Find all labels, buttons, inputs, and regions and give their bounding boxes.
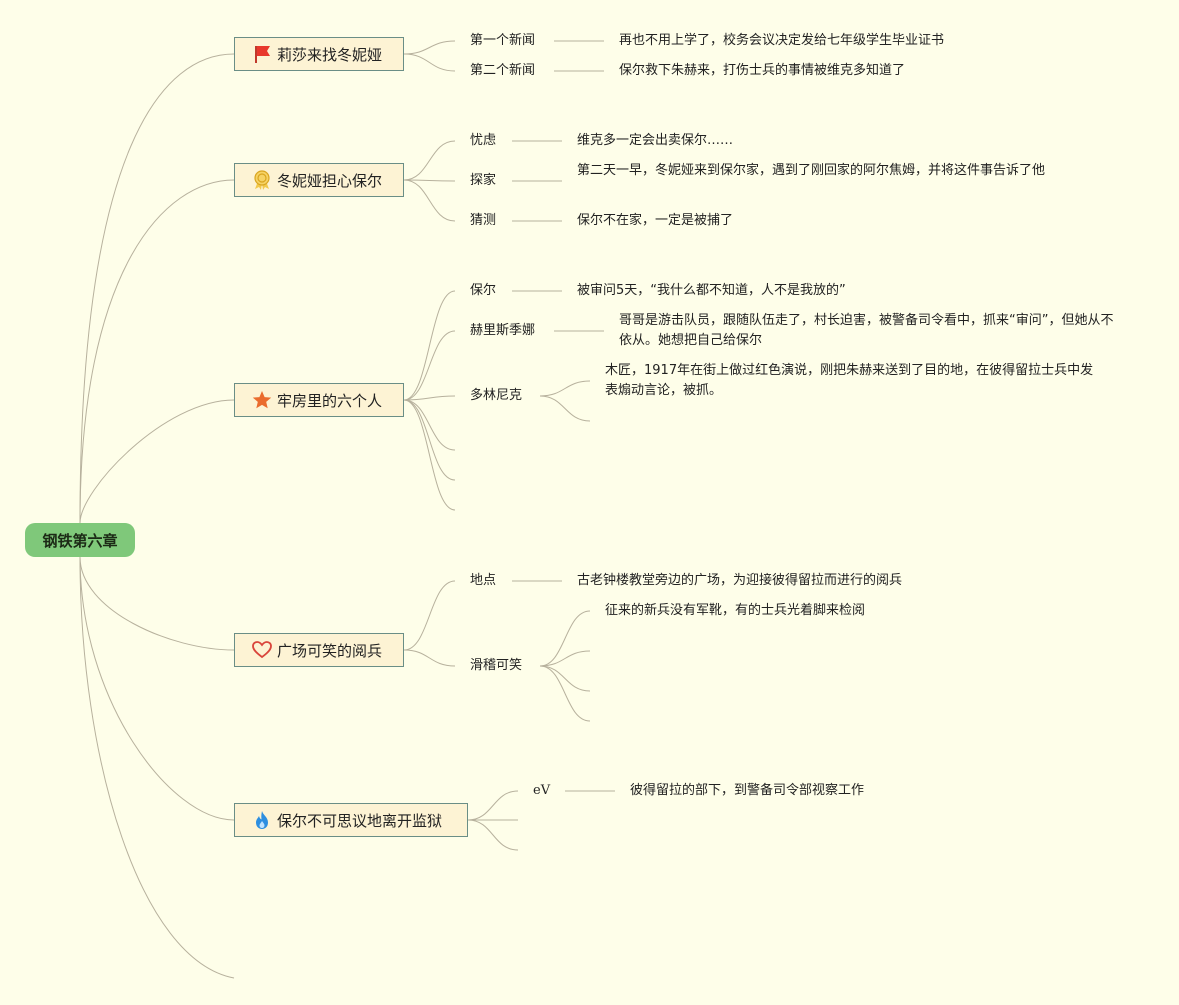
sub-line xyxy=(403,399,456,481)
subtopic-worry[interactable]: 忧虑 xyxy=(470,133,497,148)
sub-line xyxy=(403,580,456,651)
detail-guess[interactable]: 保尔不在家，一定是被捕了 xyxy=(577,213,734,228)
sub-line xyxy=(467,819,519,851)
branch-line-2 xyxy=(79,399,235,524)
subtopic-ridiculous[interactable]: 滑稽可笑 xyxy=(470,658,523,673)
subtopic-dolinnik[interactable]: 多林尼克 xyxy=(470,388,523,403)
detail-line xyxy=(539,650,591,667)
sub-line xyxy=(403,179,456,182)
subtopic-location[interactable]: 地点 xyxy=(470,573,497,588)
detail-visit-home[interactable]: 第二天一早，冬妮娅来到保尔家，遇到了刚回家的阿尔焦姆，并将这件事告诉了他 xyxy=(577,163,1046,178)
detail-line xyxy=(539,380,591,397)
sub-line xyxy=(403,179,456,222)
subtopic-guess[interactable]: 猜测 xyxy=(470,213,497,228)
subtopic-ev[interactable]: eV xyxy=(533,783,551,798)
main-topic-lisa-visits-tonya[interactable]: 莉莎来找冬妮娅 xyxy=(234,37,404,71)
red-flag-icon xyxy=(251,43,273,65)
detail-line xyxy=(539,610,591,667)
sub-line xyxy=(403,140,456,181)
central-topic[interactable]: 钢铁第六章 xyxy=(25,523,135,557)
heart-icon xyxy=(251,639,273,661)
subtopic-second-news[interactable]: 第二个新闻 xyxy=(470,63,536,78)
sub-line xyxy=(467,790,519,821)
main-topic-paul-leaves-prison[interactable]: 保尔不可思议地离开监狱 xyxy=(234,803,468,837)
sub-line xyxy=(403,649,456,667)
branch-line-0 xyxy=(79,53,235,524)
detail-ev[interactable]: 彼得留拉的部下，到警备司令部视察工作 xyxy=(630,783,865,798)
sub-line xyxy=(403,330,456,401)
detail-paul[interactable]: 被审问5天，“我什么都不知道，人不是我放的” xyxy=(577,283,846,298)
topic-label: 广场可笑的阅兵 xyxy=(277,641,383,660)
sub-line xyxy=(403,399,456,451)
detail-dolinnik[interactable]: 木匠，1917年在街上做过红色演说，刚把朱赫来送到了目的地，在彼得留拉士兵中发表… xyxy=(605,363,1094,398)
branch-line-3 xyxy=(79,556,235,651)
branch-line-4 xyxy=(79,556,235,821)
detail-location[interactable]: 古老钟楼教堂旁边的广场，为迎接彼得留拉而进行的阅兵 xyxy=(577,573,903,588)
sub-line xyxy=(403,395,456,401)
detail-khristina[interactable]: 哥哥是游击队员，跟随队伍走了，村长迫害，被警备司令看中，抓来“审问”，但她从不依… xyxy=(619,313,1114,348)
topic-label: 牢房里的六个人 xyxy=(277,391,383,410)
branch-line-1 xyxy=(79,179,235,524)
branch-line-empty xyxy=(79,556,235,979)
topic-label: 保尔不可思议地离开监狱 xyxy=(277,811,443,830)
sub-line xyxy=(403,40,456,55)
subtopic-khristina[interactable]: 赫里斯季娜 xyxy=(470,323,536,338)
main-topic-six-in-cell[interactable]: 牢房里的六个人 xyxy=(234,383,404,417)
sub-line xyxy=(403,290,456,401)
detail-line xyxy=(539,665,591,692)
sub-line xyxy=(403,53,456,72)
detail-worry[interactable]: 维克多一定会出卖保尔…… xyxy=(577,133,734,148)
main-topic-parade[interactable]: 广场可笑的阅兵 xyxy=(234,633,404,667)
star-icon xyxy=(251,389,273,411)
main-topic-tonya-worries[interactable]: 冬妮娅担心保尔 xyxy=(234,163,404,197)
sub-line xyxy=(403,399,456,511)
topic-label: 莉莎来找冬妮娅 xyxy=(277,45,383,64)
subtopic-first-news[interactable]: 第一个新闻 xyxy=(470,33,536,48)
detail-line xyxy=(539,665,591,722)
detail-first-news[interactable]: 再也不用上学了，校务会议决定发给七年级学生毕业证书 xyxy=(619,33,945,48)
award-ribbon-icon xyxy=(251,169,273,191)
subtopic-visit-home[interactable]: 探家 xyxy=(470,173,497,188)
detail-line xyxy=(539,395,591,422)
flame-icon xyxy=(251,809,273,831)
detail-second-news[interactable]: 保尔救下朱赫来，打伤士兵的事情被维克多知道了 xyxy=(619,63,906,78)
subtopic-paul[interactable]: 保尔 xyxy=(470,283,497,298)
detail-ridiculous[interactable]: 征来的新兵没有军靴，有的士兵光着脚来检阅 xyxy=(605,603,866,618)
topic-label: 冬妮娅担心保尔 xyxy=(277,171,383,190)
